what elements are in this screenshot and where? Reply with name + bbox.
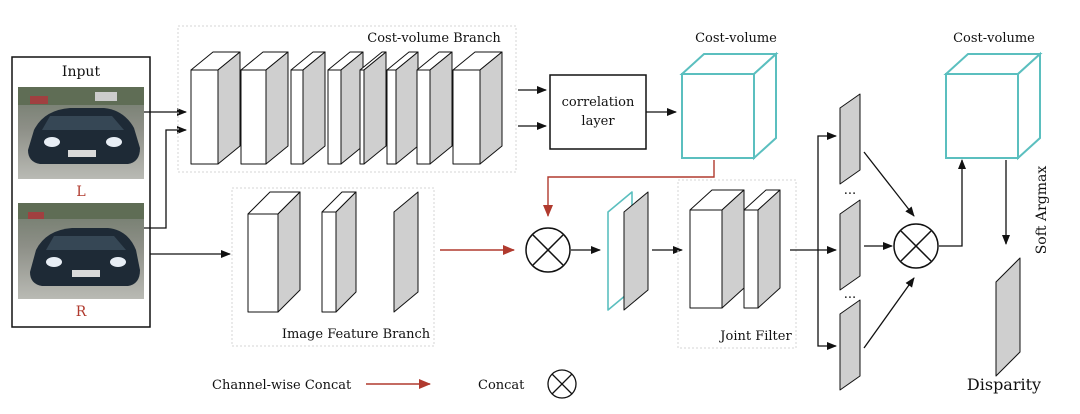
conv-layer-4 — [327, 51, 364, 165]
right-image — [18, 203, 144, 299]
conv-layer-3 — [290, 51, 326, 165]
legend: Channel-wise Concat Concat — [212, 369, 577, 399]
cost-volume-2-label: Cost-volume — [953, 31, 1035, 46]
filter-slice-2 — [839, 199, 861, 291]
ellipsis-1: ... — [844, 183, 856, 198]
slices-to-concat-arrows — [863, 151, 915, 349]
legend-channel-concat-label: Channel-wise Concat — [212, 378, 352, 393]
branch-to-correlation-arrows — [518, 86, 547, 130]
correlation-layer: correlation layer — [549, 74, 647, 150]
filter-output-slices — [839, 93, 861, 391]
concat-op-2 — [893, 223, 939, 269]
filter-slice-3 — [839, 299, 861, 391]
left-label: L — [76, 184, 85, 200]
joint-filter-label: Joint Filter — [718, 329, 792, 344]
image-feature-branch-label: Image Feature Branch — [282, 327, 431, 342]
image-feature-layers — [247, 191, 419, 313]
input-panel: Input L R — [11, 56, 151, 328]
legend-concat-icon — [547, 369, 577, 399]
cost-volume-branch-label: Cost-volume Branch — [367, 31, 501, 46]
legend-concat-label: Concat — [478, 378, 525, 393]
right-label: R — [76, 304, 87, 320]
filter-slice-1 — [839, 93, 861, 185]
conv-layer-8 — [452, 51, 503, 165]
left-image — [18, 87, 144, 179]
concatenated-slices — [607, 191, 649, 311]
cost-volume-to-concat-arrow — [543, 160, 715, 217]
cost-volume-branch-box — [177, 25, 517, 173]
joint-filter-split-arrows — [790, 132, 837, 350]
correlation-label-line2: layer — [581, 114, 615, 129]
correlation-label-line1: correlation — [562, 95, 635, 110]
image-feature-branch-box — [231, 187, 435, 347]
conv-layer-5 — [359, 51, 387, 165]
joint-filter-box — [677, 179, 797, 349]
disparity-label: Disparity — [967, 375, 1041, 394]
conv-layer-6 — [386, 51, 419, 165]
joint-layer-2 — [743, 189, 781, 309]
input-label: Input — [62, 64, 101, 80]
joint-filter-layers — [689, 189, 781, 309]
disparity-slice — [995, 257, 1021, 377]
conv-layer-2 — [240, 51, 289, 165]
cost-volume-1-label: Cost-volume — [695, 31, 777, 46]
concat-to-volume-arrow — [939, 159, 966, 247]
feature-layer-3 — [393, 191, 419, 313]
cost-volume-1-cube — [679, 51, 779, 161]
conv-layer-1 — [190, 51, 241, 165]
input-arrows — [144, 108, 231, 258]
cost-volume-branch-layers — [190, 51, 503, 165]
feature-layer-2 — [321, 191, 357, 313]
soft-argmax-label: Soft Argmax — [1034, 166, 1050, 255]
joint-layer-1 — [689, 189, 745, 309]
cost-volume-2-cube — [943, 51, 1043, 161]
concat-op-1 — [525, 227, 571, 273]
feature-layer-1 — [247, 191, 301, 313]
ellipsis-2: ... — [844, 287, 856, 302]
conv-layer-7 — [416, 51, 453, 165]
